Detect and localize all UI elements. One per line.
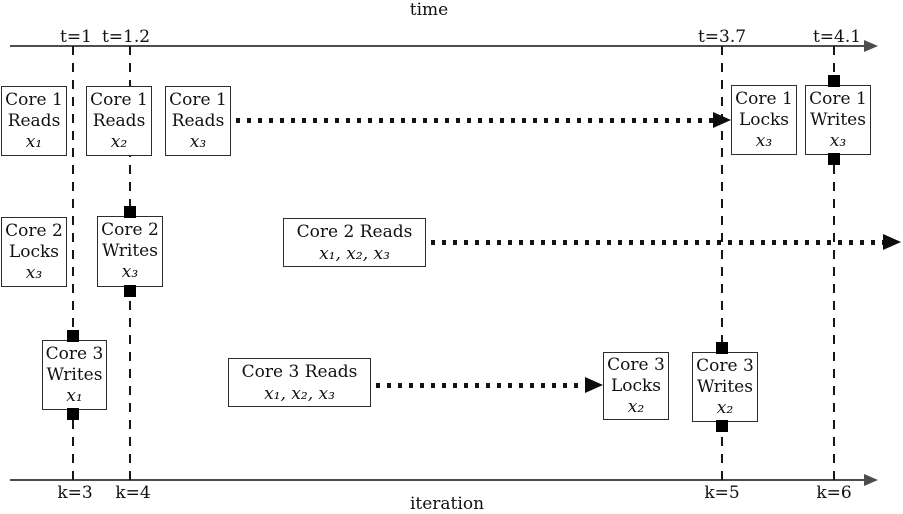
box-core3-writes-x2: Core 3 Writes x₂: [692, 352, 758, 422]
box-line: Core 1: [809, 88, 867, 109]
box-line: Locks: [610, 375, 662, 396]
write-marker-icon: [716, 420, 728, 432]
box-core3-writes-x1: Core 3 Writes x₁: [42, 340, 107, 410]
write-marker-icon: [828, 75, 840, 87]
box-core2-writes-x3: Core 2 Writes x₃: [97, 216, 163, 287]
box-line: Reads: [7, 110, 61, 131]
core2-wait-dotted-line: [431, 240, 883, 245]
box-variable: x₁: [25, 131, 43, 152]
event-line-t4-1: [833, 46, 835, 480]
box-line: Core 1: [169, 89, 227, 110]
box-core3-locks-x2: Core 3 Locks x₂: [603, 352, 669, 420]
event-line-t3-7: [721, 46, 723, 480]
tick-t-4-1: t=4.1: [812, 27, 862, 47]
box-core1-reads-x2: Core 1 Reads x₂: [86, 86, 152, 156]
write-marker-icon: [716, 342, 728, 354]
tick-t-1-2: t=1.2: [101, 27, 151, 47]
time-axis-arrowhead-icon: [864, 40, 878, 52]
box-line: Core 3 Reads: [241, 361, 358, 382]
core3-wait-arrowhead-icon: [585, 377, 603, 393]
box-core1-writes-x3: Core 1 Writes x₃: [805, 85, 871, 155]
core2-wait-arrowhead-icon: [883, 234, 901, 250]
box-line: Reads: [171, 110, 225, 131]
tick-k-5: k=5: [704, 483, 740, 503]
box-variable: x₁, x₂, x₃: [319, 243, 390, 264]
box-core1-reads-x1: Core 1 Reads x₁: [1, 86, 67, 156]
box-line: Core 1: [735, 88, 793, 109]
box-variable: x₃: [189, 131, 207, 152]
box-line: Core 2: [101, 220, 159, 240]
tick-k-3: k=3: [57, 483, 93, 503]
box-line: Core 3: [607, 354, 665, 375]
event-line-t1: [72, 46, 74, 480]
box-variable: x₂: [716, 397, 734, 418]
box-line: Core 1: [90, 89, 148, 110]
box-line: Core 2: [5, 220, 63, 241]
iteration-axis-line: [10, 479, 866, 481]
box-line: Core 3: [45, 343, 104, 364]
box-line: Writes: [697, 376, 753, 397]
box-variable: x₁, x₂, x₃: [264, 383, 335, 404]
iteration-axis-arrowhead-icon: [864, 474, 878, 486]
write-marker-icon: [124, 285, 136, 297]
box-variable: x₁: [66, 385, 83, 406]
box-variable: x₃: [755, 130, 773, 151]
box-line: Core 2 Reads: [296, 221, 413, 242]
box-variable: x₃: [25, 262, 43, 283]
tick-k-6: k=6: [816, 483, 852, 503]
write-marker-icon: [828, 153, 840, 165]
tick-t-3-7: t=3.7: [697, 27, 747, 47]
time-axis-line: [10, 45, 866, 47]
box-variable: x₂: [110, 131, 128, 152]
box-variable: x₃: [121, 262, 139, 282]
write-marker-icon: [67, 408, 79, 420]
time-axis-label: time: [409, 0, 449, 20]
box-core1-locks-x3: Core 1 Locks x₃: [731, 85, 797, 155]
box-line: Reads: [92, 110, 146, 131]
box-variable: x₂: [627, 396, 645, 417]
tick-t-1: t=1: [60, 27, 92, 47]
box-line: Writes: [46, 364, 103, 385]
box-line: Core 3: [696, 355, 754, 376]
box-line: Writes: [810, 109, 866, 130]
box-line: Locks: [8, 241, 60, 262]
box-line: Writes: [102, 241, 158, 261]
core1-wait-dotted-line: [236, 118, 713, 123]
box-core2-locks-x3: Core 2 Locks x₃: [1, 217, 67, 287]
write-marker-icon: [124, 206, 136, 218]
tick-k-4: k=4: [115, 483, 151, 503]
write-marker-icon: [67, 330, 79, 342]
box-core3-reads-x1-x2-x3: Core 3 Reads x₁, x₂, x₃: [228, 358, 371, 407]
box-core2-reads-x1-x2-x3: Core 2 Reads x₁, x₂, x₃: [283, 218, 426, 267]
box-core1-reads-x3: Core 1 Reads x₃: [165, 86, 231, 156]
box-line: Core 1: [5, 89, 63, 110]
iteration-axis-label: iteration: [409, 494, 485, 514]
box-variable: x₃: [829, 130, 847, 151]
core3-wait-dotted-line: [376, 383, 585, 388]
box-line: Locks: [738, 109, 790, 130]
core1-wait-arrowhead-icon: [713, 112, 731, 128]
